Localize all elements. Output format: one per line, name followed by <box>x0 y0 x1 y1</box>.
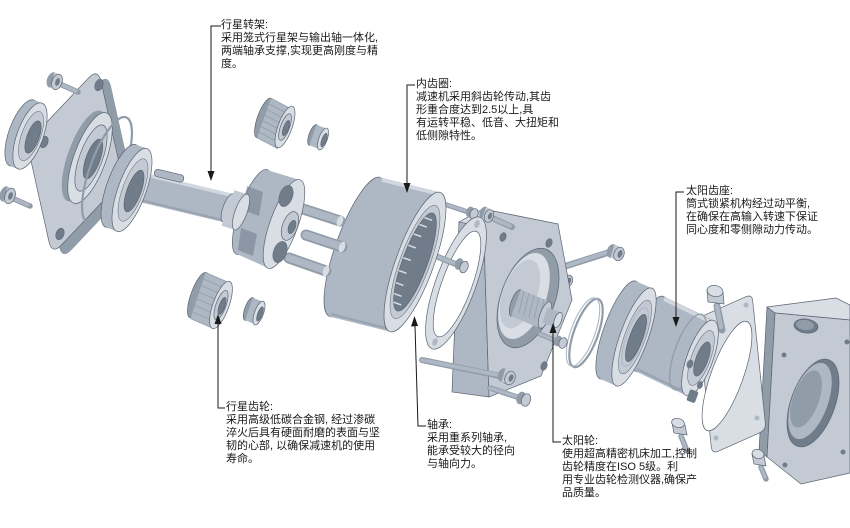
ring-gear-part <box>323 176 447 333</box>
screw-flange-topleft-icon <box>479 206 515 230</box>
leader-bearing <box>411 316 426 427</box>
callout-planet-gear-title: 行星齿轮: <box>226 401 274 413</box>
screw-left-top-icon <box>46 72 81 95</box>
callout-sun-gear-title: 太阳轮: <box>562 435 599 447</box>
leader-sun-gear <box>549 323 561 443</box>
callout-bearing-body: 采用重系列轴承, 能承受较大的径向 与轴向力。 <box>427 432 515 470</box>
wave-ring-icon <box>565 297 604 369</box>
callout-planet-gear: 行星齿轮: 采用高级低碳合金钢, 经过渗碳 淬火后具有硬面耐磨的表面与坚 韧的心… <box>226 401 380 466</box>
callout-sun-gear-seat-body: 筒式锁紧机构经过动平衡, 在确保在高输入转速下保证 同心度和零侧隙动力传动。 <box>686 198 818 236</box>
bolt-long-bottom3-icon <box>487 385 532 407</box>
screw-input-bottom-icon <box>671 417 690 454</box>
gasket-ring-part <box>425 216 487 350</box>
leader-sun-gear-seat <box>672 191 684 327</box>
screw-bottom-right-icon <box>751 449 769 482</box>
internal-teeth-icon <box>393 216 433 306</box>
screw-left-bottom-icon <box>0 186 33 209</box>
callout-sun-gear-body: 使用超高精密机床加工,控制 齿轮精度在ISO 5级。利 用专业齿轮检测仪器,确保… <box>562 448 698 499</box>
small-bearing-part <box>4 99 48 170</box>
callout-ring-gear-title: 内齿圈: <box>416 78 453 90</box>
leader-planet-gear <box>214 314 225 409</box>
leader-planet-carrier <box>207 25 221 181</box>
callout-sun-gear-seat-title: 太阳齿座: <box>686 185 734 197</box>
callout-ring-gear: 内齿圈: 减速机采用斜齿轮传动,其齿 形重合度达到2.5以上,具 有运转平稳、低… <box>416 78 559 143</box>
spacer-top-icon <box>307 124 329 151</box>
planet-gear-bottom-part <box>187 271 233 330</box>
spacer-bottom-icon <box>242 297 266 326</box>
callout-bearing-title: 轴承: <box>427 419 453 431</box>
carrier-pins-icon <box>283 203 348 277</box>
callout-sun-gear: 太阳轮: 使用超高精密机床加工,控制 齿轮精度在ISO 5级。利 用专业齿轮检测… <box>562 435 697 500</box>
bolt-long-bottom2-icon <box>419 357 516 386</box>
motor-block-part <box>758 297 850 485</box>
callout-bearing: 轴承: 采用重系列轴承, 能承受较大的径向 与轴向力。 <box>427 419 515 471</box>
callout-planet-carrier-title: 行星转架: <box>221 19 269 31</box>
input-bearing-part <box>595 280 657 387</box>
callout-planet-carrier-body: 采用笼式行星架与输出轴一体化, 两端轴承支撑,实现更高刚度与精 度。 <box>221 32 379 70</box>
callout-planet-carrier: 行星转架: 采用笼式行星架与输出轴一体化, 两端轴承支撑,实现更高刚度与精 度。 <box>221 19 378 71</box>
output-bearing-part <box>100 144 153 232</box>
leader-ring-gear <box>403 84 415 193</box>
output-shaft-part <box>131 168 250 231</box>
screw-input-top-icon <box>706 285 726 334</box>
bolt-long-top-icon <box>562 244 625 270</box>
callout-planet-gear-body: 采用高级低碳合金钢, 经过渗碳 淬火后具有硬面耐磨的表面与坚 韧的心部, 以确保… <box>226 414 380 465</box>
planet-carrier-part <box>232 169 306 269</box>
planet-gear-top-part <box>254 97 296 150</box>
callout-sun-gear-seat: 太阳齿座: 筒式锁紧机构经过动平衡, 在确保在高输入转速下保证 同心度和零侧隙动… <box>686 185 818 237</box>
callout-ring-gear-body: 减速机采用斜齿轮传动,其齿 形重合度达到2.5以上,具 有运转平稳、低音、大扭矩… <box>416 91 559 142</box>
sun-gear-part <box>508 289 563 329</box>
